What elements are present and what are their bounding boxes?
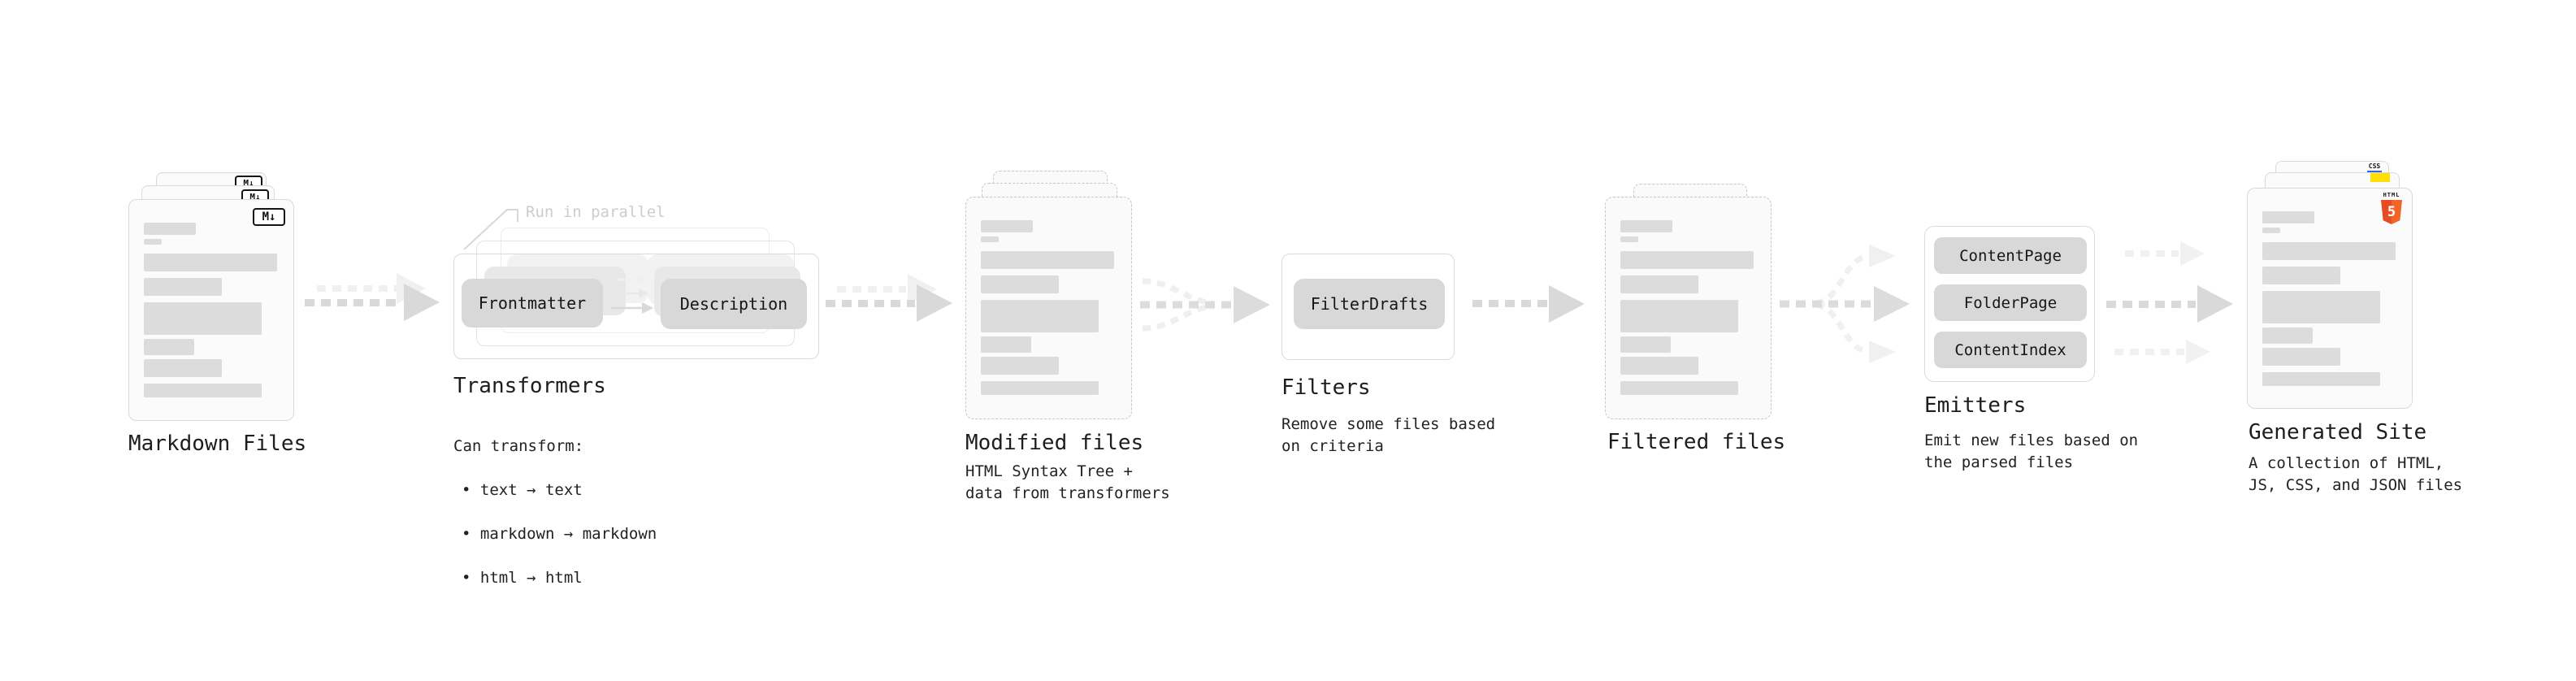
text-line-placeholder — [1620, 357, 1698, 375]
dashed-line — [317, 285, 397, 292]
dashed-line — [305, 299, 402, 306]
transform-bullet: • html → html — [462, 569, 583, 587]
text-line-placeholder — [2262, 348, 2340, 366]
text-line-placeholder — [1620, 220, 1672, 232]
arrowhead-icon — [2197, 285, 2233, 323]
markdown-files-label: Markdown Files — [128, 432, 307, 456]
text-line-placeholder — [2262, 242, 2396, 260]
dashed-line — [826, 300, 915, 307]
arrow-modified-to-filters — [1140, 278, 1270, 332]
modified-files-label: Modified files — [965, 431, 1144, 455]
arrowhead-icon — [1549, 285, 1585, 323]
text-line-placeholder — [1620, 300, 1738, 332]
text-line-placeholder — [981, 336, 1031, 353]
generated-site-label: Generated Site — [2249, 420, 2427, 445]
text-line-placeholder — [144, 278, 222, 296]
text-line-placeholder — [981, 381, 1099, 395]
text-line-placeholder — [2262, 228, 2280, 233]
text-line-placeholder — [1620, 381, 1738, 395]
filters-description: Remove some files based on criteria — [1281, 415, 1496, 455]
dashed-line — [1472, 300, 1547, 307]
can-transform-title: Can transform: — [453, 437, 584, 455]
callout-leader-line — [463, 209, 518, 250]
text-line-placeholder — [981, 251, 1114, 269]
transform-bullet: • markdown → markdown — [462, 525, 657, 543]
arrowhead-icon — [2180, 241, 2205, 266]
arrowhead-icon — [1869, 245, 1896, 267]
text-line-placeholder — [981, 357, 1059, 375]
generated-site-description: A collection of HTML, JS, CSS, and JSON … — [2249, 454, 2463, 494]
markdown-file-card: M↓ — [128, 199, 294, 421]
text-line-placeholder — [1620, 336, 1671, 353]
text-line-placeholder — [144, 223, 196, 235]
markdown-icon: M↓ — [253, 208, 285, 226]
text-line-placeholder — [144, 339, 194, 355]
text-line-placeholder — [981, 236, 999, 242]
arrowhead-icon — [1874, 286, 1910, 322]
js-file-icon — [2370, 173, 2390, 182]
text-line-placeholder — [981, 275, 1059, 293]
arrowhead-icon — [1869, 340, 1896, 363]
contentindex-plugin-chip: ContentIndex — [1934, 332, 2087, 368]
text-line-placeholder — [144, 384, 262, 397]
filters-label: Filters — [1281, 375, 1371, 400]
document-text-placeholder — [144, 223, 277, 397]
modified-files-description: HTML Syntax Tree + data from transformer… — [965, 462, 1170, 502]
text-line-placeholder — [2262, 327, 2313, 344]
text-line-placeholder — [2262, 267, 2340, 284]
text-line-placeholder — [981, 220, 1033, 232]
transform-bullet: • text → text — [462, 481, 583, 499]
css-icon-text: CSS — [2368, 163, 2381, 170]
emitters-description: Emit new files based on the parsed files — [1924, 432, 2139, 471]
text-line-placeholder — [144, 239, 162, 245]
text-line-placeholder — [981, 300, 1099, 332]
text-line-placeholder — [144, 302, 262, 335]
document-text-placeholder — [1620, 220, 1754, 395]
folderpage-plugin-chip: FolderPage — [1934, 284, 2087, 321]
arrowhead-icon — [917, 284, 952, 322]
text-line-placeholder — [1620, 275, 1698, 293]
text-line-placeholder — [2262, 372, 2380, 386]
run-in-parallel-note: Run in parallel — [526, 203, 666, 221]
html5-icon-number: 5 — [2387, 204, 2396, 220]
parallel-arrows-icon — [611, 275, 653, 314]
dashed-line — [2114, 349, 2184, 355]
arrowhead-icon — [2186, 340, 2210, 364]
arrowhead-icon — [404, 284, 440, 321]
dashed-line — [2125, 250, 2179, 257]
filtered-files-label: Filtered files — [1607, 430, 1786, 454]
frontmatter-plugin-chip: Frontmatter — [462, 279, 603, 327]
emitters-label: Emitters — [1924, 393, 2027, 418]
arrow-filtered-to-emitters — [1780, 245, 1910, 363]
document-text-placeholder — [981, 220, 1114, 395]
transformers-description: Can transform: • text → text • markdown … — [453, 414, 657, 611]
filtered-file-card — [1605, 197, 1772, 419]
document-text-placeholder — [2262, 211, 2396, 386]
text-line-placeholder — [2262, 211, 2314, 223]
contentpage-plugin-chip: ContentPage — [1934, 237, 2087, 274]
text-line-placeholder — [1620, 236, 1638, 242]
description-plugin-chip: Description — [661, 279, 807, 329]
dashed-line — [2106, 301, 2196, 308]
modified-file-card — [965, 197, 1132, 419]
transformers-label: Transformers — [453, 374, 606, 398]
html5-icon-shield: 5 — [2381, 200, 2402, 224]
html5-icon: HTML 5 — [2381, 192, 2402, 224]
site-file-card-html: HTML 5 — [2247, 188, 2413, 409]
html5-icon-word: HTML — [2383, 192, 2400, 198]
text-line-placeholder — [1620, 251, 1754, 269]
transformer-box — [453, 254, 819, 359]
text-line-placeholder — [144, 254, 277, 271]
text-line-placeholder — [144, 359, 222, 377]
dashed-line — [837, 286, 906, 293]
arrowhead-icon — [1234, 286, 1270, 323]
filterdrafts-plugin-chip: FilterDrafts — [1294, 279, 1445, 329]
text-line-placeholder — [2262, 291, 2380, 323]
